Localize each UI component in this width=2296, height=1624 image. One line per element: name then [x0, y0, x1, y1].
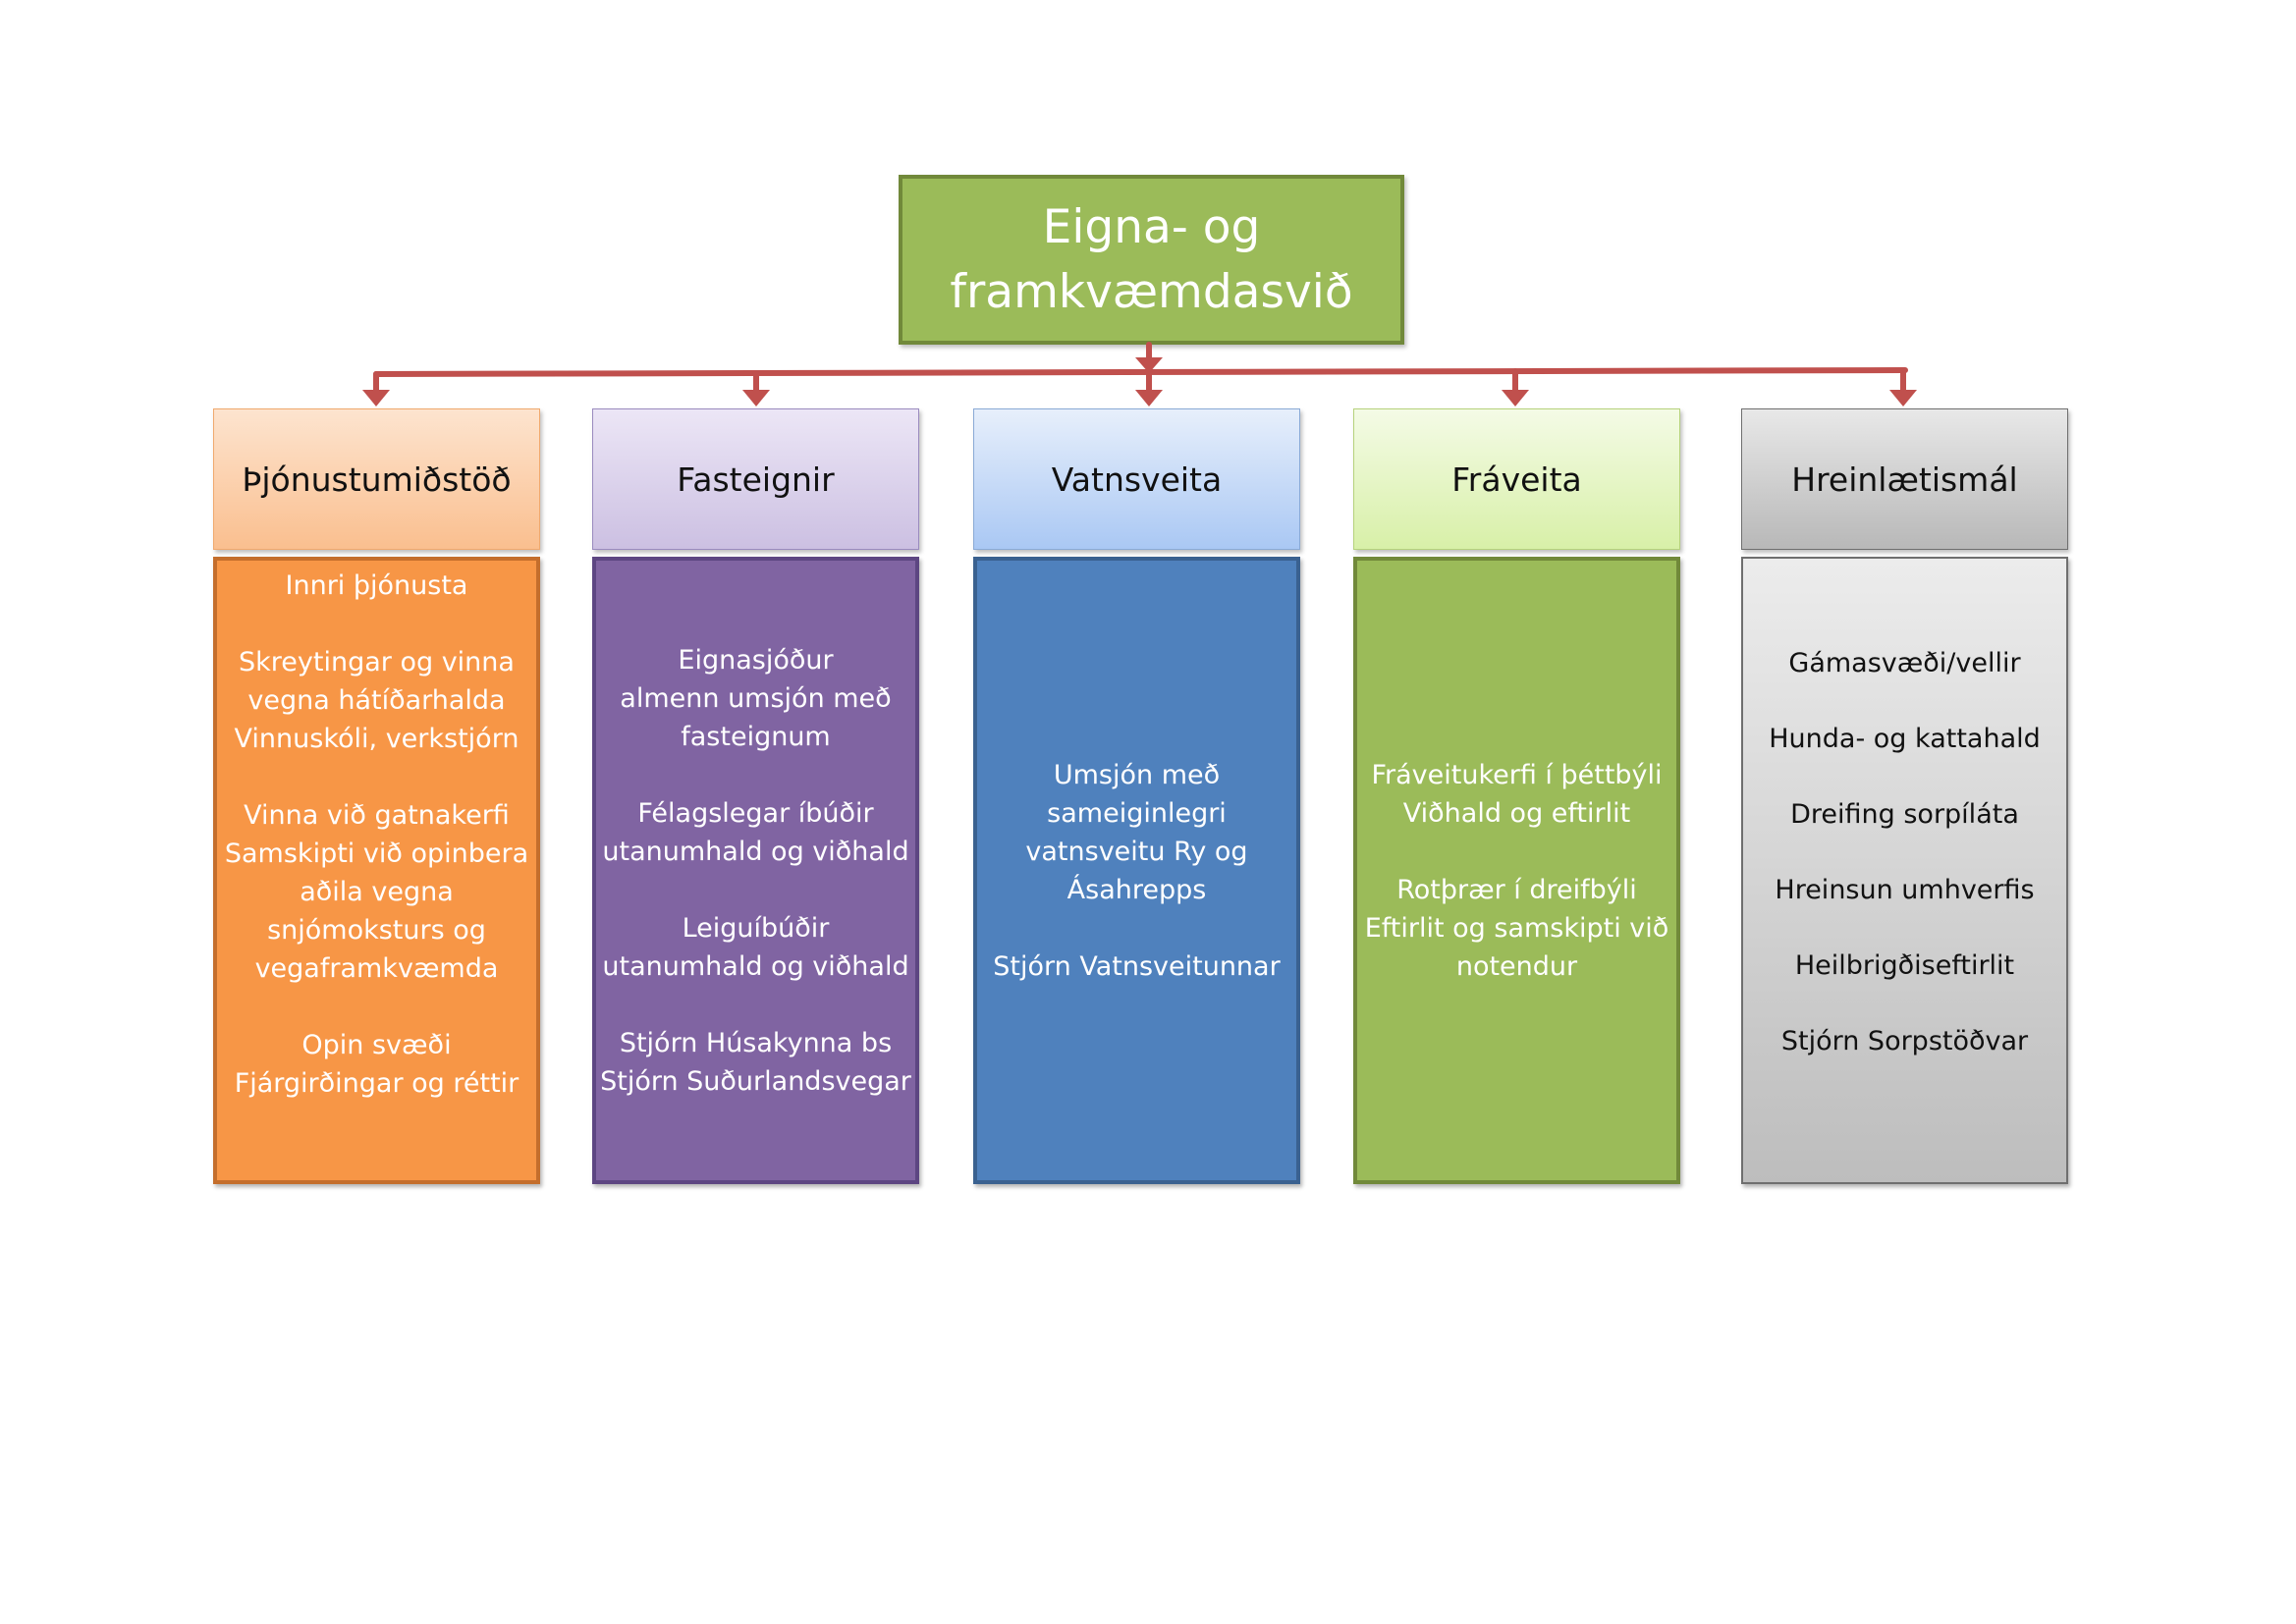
- duty-group: Hunda- og kattahald: [1769, 720, 2041, 758]
- duty-line: Leiguíbúðir: [682, 912, 830, 944]
- duty-line: Opin svæði: [301, 1030, 452, 1060]
- duty-line: Fjárgirðingar og réttir: [234, 1068, 519, 1099]
- duty-line: Stjórn Suðurlandsvegar: [600, 1065, 911, 1097]
- dept-name: Fráveita: [1451, 460, 1582, 499]
- dept-name: Þjónustumiðstöð: [242, 460, 512, 499]
- duty-line: Félagslegar íbúðir: [637, 797, 874, 829]
- duty-line: almenn umsjón með: [620, 682, 892, 714]
- duty-group: Umsjón með sameiginlegri vatnsveitu Ry o…: [1025, 756, 1247, 909]
- dept-name: Hreinlætismál: [1791, 460, 2018, 499]
- duty-line: fasteignum: [681, 721, 831, 752]
- title-line: Eigna- og: [1042, 199, 1261, 254]
- duty-line: Fráveitukerfi í þéttbýli: [1371, 759, 1663, 790]
- duty-line: Heilbrigðiseftirlit: [1794, 949, 2015, 981]
- duty-group: Dreifing sorpíláta: [1790, 795, 2019, 834]
- duty-group: Gámasvæði/vellir: [1788, 644, 2020, 682]
- duty-line: Vinna við gatnakerfi: [244, 800, 510, 831]
- duty-line: utanumhald og viðhald: [602, 836, 909, 867]
- dept-body-thjonustumidstod: Innri þjónusta Skreytingar og vinna vegn…: [213, 557, 540, 1184]
- duty-group: Heilbrigðiseftirlit: [1795, 947, 2014, 985]
- duty-line: Stjórn Vatnsveitunnar: [993, 950, 1281, 982]
- duty-line: Viðhald og eftirlit: [1402, 797, 1631, 829]
- duty-group: Opin svæði Fjárgirðingar og réttir: [235, 1026, 519, 1103]
- duty-line: snjómoksturs og: [267, 915, 486, 946]
- arrow-head-icon: [742, 390, 770, 406]
- duty-group: Stjórn Húsakynna bs Stjórn Suðurlandsveg…: [600, 1024, 911, 1101]
- duty-line: Gámasvæði/vellir: [1788, 647, 2021, 678]
- duty-line: aðila vegna: [300, 877, 454, 907]
- dept-header-hreinlaetismal: Hreinlætismál: [1741, 408, 2068, 550]
- duty-line: utanumhald og viðhald: [602, 950, 909, 982]
- arrow-head-icon: [1889, 390, 1917, 406]
- arrow-head-icon: [1135, 390, 1163, 406]
- duty-group: Leiguíbúðir utanumhald og viðhald: [602, 909, 908, 986]
- dept-header-vatnsveita: Vatnsveita: [973, 408, 1300, 550]
- duty-line: Vinnuskóli, verkstjórn: [234, 724, 519, 754]
- duty-line: Ásahrepps: [1066, 874, 1207, 905]
- arrow-head-icon: [362, 390, 390, 406]
- duty-line: vegaframkvæmda: [254, 953, 499, 984]
- duty-line: Skreytingar og vinna: [239, 647, 515, 677]
- dept-header-fasteignir: Fasteignir: [592, 408, 919, 550]
- duty-line: Hreinsun umhverfis: [1775, 874, 2035, 905]
- duty-line: Rotþrær í dreifbýli: [1396, 874, 1637, 905]
- dept-header-fraveita: Fráveita: [1353, 408, 1680, 550]
- duty-line: Stjórn Húsakynna bs: [619, 1027, 893, 1058]
- duty-line: vegna hátíðarhalda: [247, 685, 506, 716]
- duty-group: Skreytingar og vinna vegna hátíðarhalda …: [235, 643, 519, 758]
- dept-body-fasteignir: Eignasjóður almenn umsjón með fasteignum…: [592, 557, 919, 1184]
- title-box: Eigna- og framkvæmdasvið: [899, 175, 1404, 345]
- duty-line: Stjórn Sorpstöðvar: [1780, 1025, 2029, 1056]
- arrow-head-icon: [1135, 357, 1163, 373]
- duty-group: Eignasjóður almenn umsjón með fasteignum: [620, 641, 891, 756]
- duty-line: Hunda- og kattahald: [1769, 723, 2041, 754]
- connector-bus: [373, 367, 1908, 377]
- duty-line: Eftirlit og samskipti við: [1364, 912, 1669, 944]
- title-line: framkvæmdasvið: [950, 264, 1353, 319]
- duty-line: Umsjón með: [1053, 759, 1221, 790]
- duty-group: Fráveitukerfi í þéttbýli Viðhald og efti…: [1371, 756, 1662, 833]
- duty-line: notendur: [1455, 950, 1578, 982]
- dept-name: Fasteignir: [677, 460, 835, 499]
- dept-body-vatnsveita: Umsjón með sameiginlegri vatnsveitu Ry o…: [973, 557, 1300, 1184]
- duty-line: Innri þjónusta: [285, 570, 468, 601]
- dept-header-thjonustumidstod: Þjónustumiðstöð: [213, 408, 540, 550]
- duty-line: sameiginlegri: [1047, 797, 1227, 829]
- duty-group: Vinna við gatnakerfi Samskipti við opinb…: [225, 796, 528, 988]
- dept-name: Vatnsveita: [1051, 460, 1223, 499]
- duty-group: Hreinsun umhverfis: [1775, 871, 2034, 909]
- duty-group: Rotþrær í dreifbýli Eftirlit og samskipt…: [1365, 871, 1669, 986]
- dept-body-fraveita: Fráveitukerfi í þéttbýli Viðhald og efti…: [1353, 557, 1680, 1184]
- duty-group: Innri þjónusta: [286, 567, 468, 605]
- duty-group: Stjórn Sorpstöðvar: [1781, 1022, 2028, 1060]
- duty-line: Samskipti við opinbera: [224, 839, 529, 869]
- duty-line: vatnsveitu Ry og: [1025, 836, 1248, 867]
- duty-group: Stjórn Vatnsveitunnar: [993, 947, 1280, 986]
- duty-line: Eignasjóður: [678, 644, 834, 676]
- dept-body-hreinlaetismal: Gámasvæði/vellir Hunda- og kattahald Dre…: [1741, 557, 2068, 1184]
- duty-group: Félagslegar íbúðir utanumhald og viðhald: [602, 794, 908, 871]
- duty-line: Dreifing sorpíláta: [1790, 798, 2019, 830]
- arrow-head-icon: [1502, 390, 1529, 406]
